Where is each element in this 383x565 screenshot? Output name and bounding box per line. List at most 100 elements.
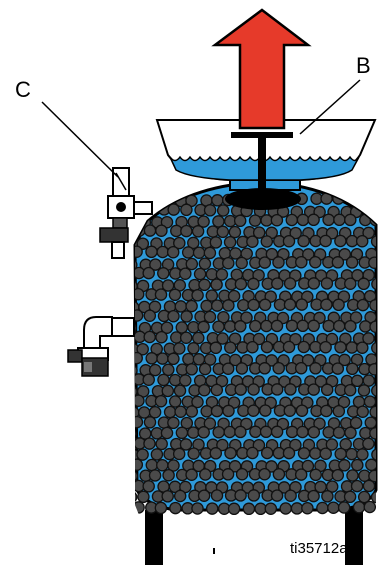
resin-bead — [235, 490, 246, 501]
resin-bead — [165, 406, 176, 417]
resin-bead — [168, 247, 179, 258]
resin-bead — [131, 459, 142, 470]
resin-bead — [370, 428, 381, 439]
resin-bead — [193, 332, 204, 343]
resin-bead — [273, 363, 284, 374]
resin-bead — [345, 214, 356, 225]
resin-bead — [186, 364, 197, 375]
resin-bead — [248, 405, 259, 416]
resin-bead — [302, 503, 313, 514]
resin-bead — [358, 385, 369, 396]
resin-bead — [345, 321, 356, 332]
resin-bead — [158, 268, 169, 279]
resin-bead — [168, 353, 179, 364]
resin-bead — [286, 320, 297, 331]
resin-bead — [347, 470, 358, 481]
resin-bead — [170, 503, 181, 514]
resin-bead — [235, 279, 246, 290]
resin-bead — [206, 290, 217, 301]
resin-bead — [297, 320, 308, 331]
resin-bead — [265, 503, 276, 514]
resin-bead — [236, 363, 247, 374]
resin-bead — [285, 490, 296, 501]
resin-bead — [360, 321, 371, 332]
resin-bead — [250, 426, 261, 437]
resin-bead — [250, 215, 261, 226]
resin-bead — [210, 237, 221, 248]
resin-bead — [296, 405, 307, 416]
resin-bead — [283, 448, 294, 459]
resin-bead — [218, 205, 229, 216]
resin-bead — [273, 257, 284, 268]
resin-bead — [358, 278, 369, 289]
resin-bead — [235, 426, 246, 437]
resin-bead — [345, 491, 356, 502]
resin-bead — [181, 332, 192, 343]
resin-bead — [347, 363, 358, 374]
resin-bead — [298, 448, 309, 459]
resin-bead — [372, 492, 383, 503]
resin-bead — [125, 428, 136, 439]
resin-bead — [308, 427, 319, 438]
resin-bead — [235, 384, 246, 395]
resin-bead — [223, 405, 234, 416]
resin-bead — [364, 396, 375, 407]
resin-bead — [181, 311, 192, 322]
resin-bead — [317, 502, 328, 513]
resin-bead — [332, 363, 343, 374]
resin-bead — [183, 354, 194, 365]
resin-bead — [335, 235, 346, 246]
resin-bead — [211, 384, 222, 395]
resin-bead — [296, 469, 307, 480]
resin-bead — [357, 449, 368, 460]
resin-bead — [333, 299, 344, 310]
resin-bead — [174, 385, 185, 396]
resin-bead — [369, 364, 380, 375]
resin-bead — [157, 353, 168, 364]
resin-bead — [262, 447, 273, 458]
resin-bead — [143, 481, 154, 492]
resin-bead — [131, 353, 142, 364]
resin-bead — [298, 236, 309, 247]
resin-bead — [195, 268, 206, 279]
resin-bead — [174, 448, 185, 459]
resin-bead — [199, 490, 210, 501]
resin-bead — [198, 321, 209, 332]
figure-id: ti35712a — [290, 540, 348, 557]
resin-bead — [243, 503, 254, 514]
resin-bead — [131, 417, 142, 428]
resin-bead — [126, 491, 137, 502]
resin-bead — [369, 257, 380, 268]
resin-bead — [370, 300, 381, 311]
resin-bead — [248, 384, 259, 395]
resin-bead — [321, 299, 332, 310]
resin-bead — [223, 300, 234, 311]
resin-bead — [181, 226, 192, 237]
resin-bead — [144, 417, 155, 428]
resin-bead — [150, 470, 161, 481]
resin-bead — [259, 363, 270, 374]
resin-bead — [272, 490, 283, 501]
resin-bead — [332, 470, 343, 481]
resin-bead — [144, 331, 155, 342]
resin-bead — [345, 385, 356, 396]
resin-bead — [211, 406, 222, 417]
resin-bead — [188, 427, 199, 438]
resin-bead — [272, 384, 283, 395]
resin-bead — [334, 214, 345, 225]
resin-bead — [126, 470, 137, 481]
resin-bead — [225, 448, 236, 459]
resin-bead — [308, 320, 319, 331]
resin-bead — [193, 354, 204, 365]
resin-bead — [335, 342, 346, 353]
resin-bead — [352, 481, 363, 492]
resin-bead — [217, 226, 228, 237]
resin-bead — [328, 502, 339, 513]
resin-bead — [261, 236, 272, 247]
resin-bead — [193, 226, 204, 237]
resin-bead — [370, 321, 381, 332]
resin-bead — [150, 407, 161, 418]
resin-bead — [199, 385, 210, 396]
resin-bead — [332, 257, 343, 268]
resin-bead — [146, 353, 157, 364]
